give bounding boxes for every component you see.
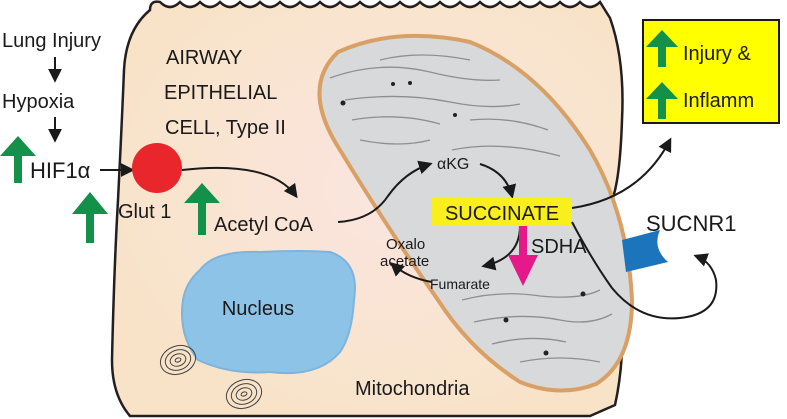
succinate-to-injury-arrow <box>571 137 672 209</box>
glut1-to-acetylcoa-arrow <box>181 166 298 199</box>
up-arrow-icon <box>0 136 36 183</box>
hypoxia-label: Hypoxia <box>2 91 75 113</box>
succinate-highlight <box>432 198 572 226</box>
cell-name-line2: EPITHELIAL <box>164 82 277 104</box>
succinate-label: SUCCINATE <box>445 203 559 225</box>
up-arrow-icon <box>646 30 678 67</box>
down-arrow-icon <box>508 226 538 286</box>
swirl-organelle-1 <box>159 344 197 376</box>
acetylcoa-to-akg-arrow <box>337 160 433 223</box>
sdha-label: SDHA <box>531 236 587 258</box>
sucnr1-label: SUCNR1 <box>646 211 736 236</box>
nucleus-label: Nucleus <box>222 298 294 320</box>
succinate-to-sucnr1-arrow <box>571 221 718 320</box>
cell-name-line3: CELL, Type II <box>165 117 286 139</box>
up-arrow-icon <box>646 82 678 119</box>
sucnr1-receptor <box>622 230 668 272</box>
swirl-organelle-2 <box>225 378 263 410</box>
fumarate-label: Fumarate <box>430 276 490 292</box>
oxaloacetate-line1: Oxalo <box>386 236 425 253</box>
fumarate-to-oxaloacetate-arrow <box>389 262 433 283</box>
oxaloacetate-line2: acetate <box>380 253 429 270</box>
acetyl-coa-label: Acetyl CoA <box>214 214 314 236</box>
up-arrow-icon <box>184 183 220 235</box>
up-arrow-icon <box>72 192 108 243</box>
cell-name-line1: AIRWAY <box>166 47 242 69</box>
inflammation-label: Inflamm <box>683 90 754 112</box>
akg-label: αKG <box>437 156 469 173</box>
nucleus <box>181 250 356 375</box>
glut1-transporter <box>132 143 182 193</box>
lung-injury-label: Lung Injury <box>2 30 101 52</box>
mitochondria-label: Mitochondria <box>355 378 470 400</box>
hif1a-label: HIF1α <box>30 158 91 183</box>
akg-to-succinate-arrow <box>479 163 517 199</box>
injury-label: Injury & <box>683 43 751 65</box>
glut1-label: Glut 1 <box>118 201 171 223</box>
